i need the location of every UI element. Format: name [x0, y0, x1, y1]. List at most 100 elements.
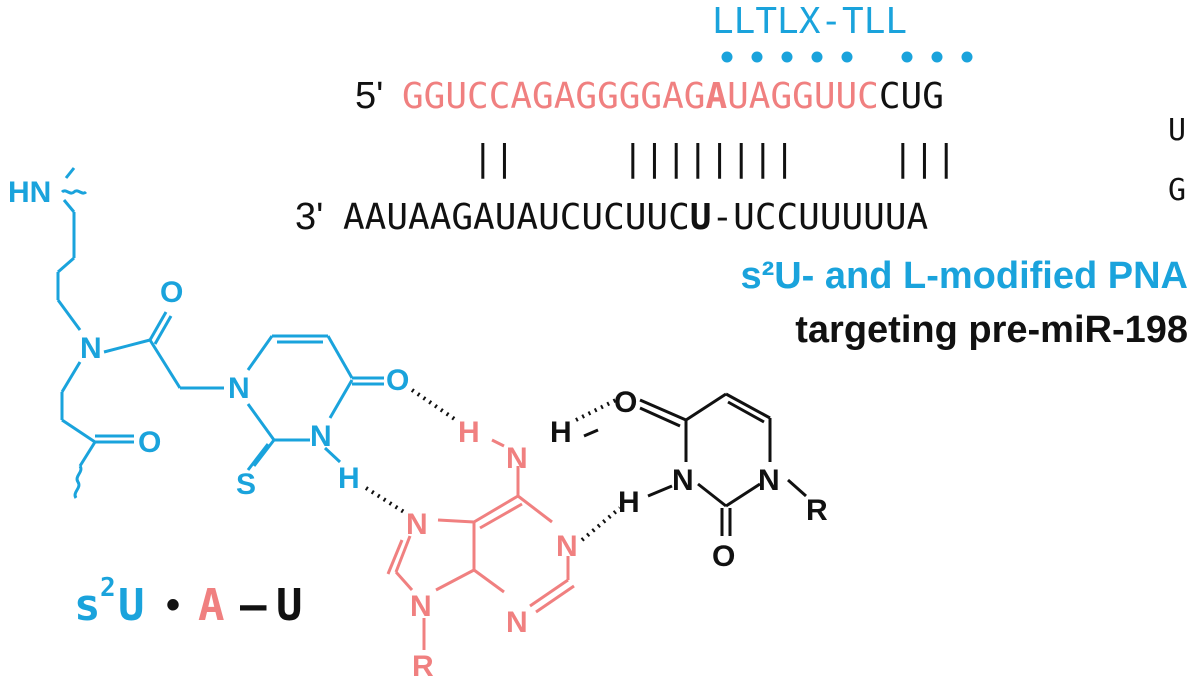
pair-dot	[961, 51, 973, 63]
bond	[435, 568, 475, 592]
backbone-wavy-end-top	[60, 189, 88, 195]
h-bond-s2u-o4-to-ade-h	[410, 388, 458, 422]
atom-ade-n9: N	[410, 590, 432, 623]
atom-ura-o4: O	[614, 386, 637, 419]
s2u-ring-bonds	[246, 334, 384, 471]
bond	[60, 361, 82, 393]
bond	[647, 484, 673, 498]
top-strand-pink-a: GGUCCAGAGGGGAG	[402, 76, 705, 117]
bond	[148, 339, 182, 389]
atom-s2u-s: S	[236, 468, 256, 501]
label-dot: •	[166, 583, 180, 627]
caption-line-2: targeting pre-miR-198	[795, 309, 1188, 351]
bond	[246, 443, 270, 471]
atom-ura-h6: H	[550, 416, 572, 449]
pair-dot	[751, 51, 763, 63]
pna-backbone-bonds	[56, 167, 224, 499]
pink-atom-labels: H N N N N N R	[406, 416, 578, 679]
black-atom-labels: H O N H N R O	[550, 386, 828, 573]
bond	[725, 392, 771, 420]
pair-dot	[901, 51, 913, 63]
adenine-bonds	[386, 438, 575, 650]
caption-line-1: s²U- and L-modified PNA	[740, 255, 1188, 297]
top-strand-marked-a: A	[705, 76, 727, 117]
bond	[61, 418, 96, 444]
atom-ura-n3: N	[672, 464, 694, 497]
loop-g: G	[1168, 173, 1186, 208]
bond	[246, 403, 276, 441]
atom-ura-h3: H	[618, 486, 640, 519]
bottom-strand-a: AAUAAGAUAUCUCUUC	[343, 197, 690, 238]
five-prime-label: 5'	[355, 75, 383, 117]
bond	[148, 311, 168, 341]
bond	[535, 584, 575, 614]
label-s: s	[74, 580, 101, 631]
pair-bars-group-1: ||	[472, 138, 515, 179]
top-strand-black: CUG	[879, 76, 944, 117]
bottom-strand: AAUAAGAUAUCUCUUCU-UCCUUUUUA	[343, 197, 929, 238]
bond	[326, 335, 354, 379]
bond	[727, 400, 765, 424]
loop-u: U	[1168, 113, 1186, 148]
label-u-blue: U	[118, 580, 145, 631]
pair-bars-group-2: ||||||||	[622, 138, 795, 179]
bottom-strand-b: -UCCUUUUUA	[711, 197, 928, 238]
bond	[246, 335, 274, 371]
h-bond-s2u-h3-to-ade-n7	[364, 486, 406, 514]
atom-ade-n7: N	[406, 508, 428, 541]
bond	[787, 478, 807, 498]
h-bond-ade-h-to-ura-o4	[575, 398, 617, 422]
bond	[386, 539, 404, 575]
h-bond-ade-n1-to-ura-h3	[580, 506, 622, 542]
pair-dot	[811, 51, 823, 63]
bond	[517, 494, 553, 524]
bond	[56, 299, 82, 331]
label-sup-2: 2	[100, 573, 116, 603]
atom-s2u-n3: N	[310, 420, 332, 453]
bond	[685, 392, 727, 422]
bond	[64, 167, 76, 179]
bond	[153, 315, 173, 345]
bond	[328, 379, 354, 419]
backbone-wavy-end-bottom	[73, 465, 83, 499]
atom-amide-o: O	[160, 276, 183, 309]
pairing-dots	[721, 51, 973, 63]
bond	[394, 571, 414, 591]
atom-ade-n3: N	[506, 606, 528, 639]
label-u-black: U	[276, 580, 303, 631]
top-strand: GGUCCAGAGGGGAGAUAGGUUCCUG	[402, 76, 944, 117]
pair-dot	[931, 51, 943, 63]
atom-ade-r: R	[412, 650, 434, 679]
label-dash: –	[240, 580, 267, 631]
atom-s2u-o4: O	[386, 364, 409, 397]
atom-ura-n1: N	[758, 464, 780, 497]
bond	[103, 338, 151, 354]
bond	[473, 568, 505, 594]
atom-s2u-n1: N	[228, 372, 250, 405]
bond	[437, 518, 475, 524]
bond	[323, 446, 342, 464]
bond	[78, 441, 97, 467]
pair-dot	[841, 51, 853, 63]
bond	[583, 428, 599, 438]
bond	[252, 439, 276, 467]
three-prime-label: 3'	[295, 196, 323, 238]
atom-ade-n1: N	[556, 530, 578, 563]
atom-hn: HN	[8, 176, 51, 209]
hydrogen-bonds	[364, 388, 622, 542]
atom-linker-o: O	[138, 426, 161, 459]
pair-dot	[721, 51, 733, 63]
atom-ade-n6: N	[506, 442, 528, 475]
atom-ura-o2: O	[712, 540, 735, 573]
bond	[697, 482, 727, 508]
bond	[529, 578, 569, 608]
bond	[394, 535, 412, 573]
atom-backbone-n: N	[80, 332, 102, 365]
bond	[62, 199, 76, 213]
atom-s2u-h3: H	[338, 462, 360, 495]
atom-ura-r: R	[806, 494, 828, 527]
pna-letters: LLTLX-TLL	[712, 1, 907, 42]
bond	[473, 494, 519, 524]
